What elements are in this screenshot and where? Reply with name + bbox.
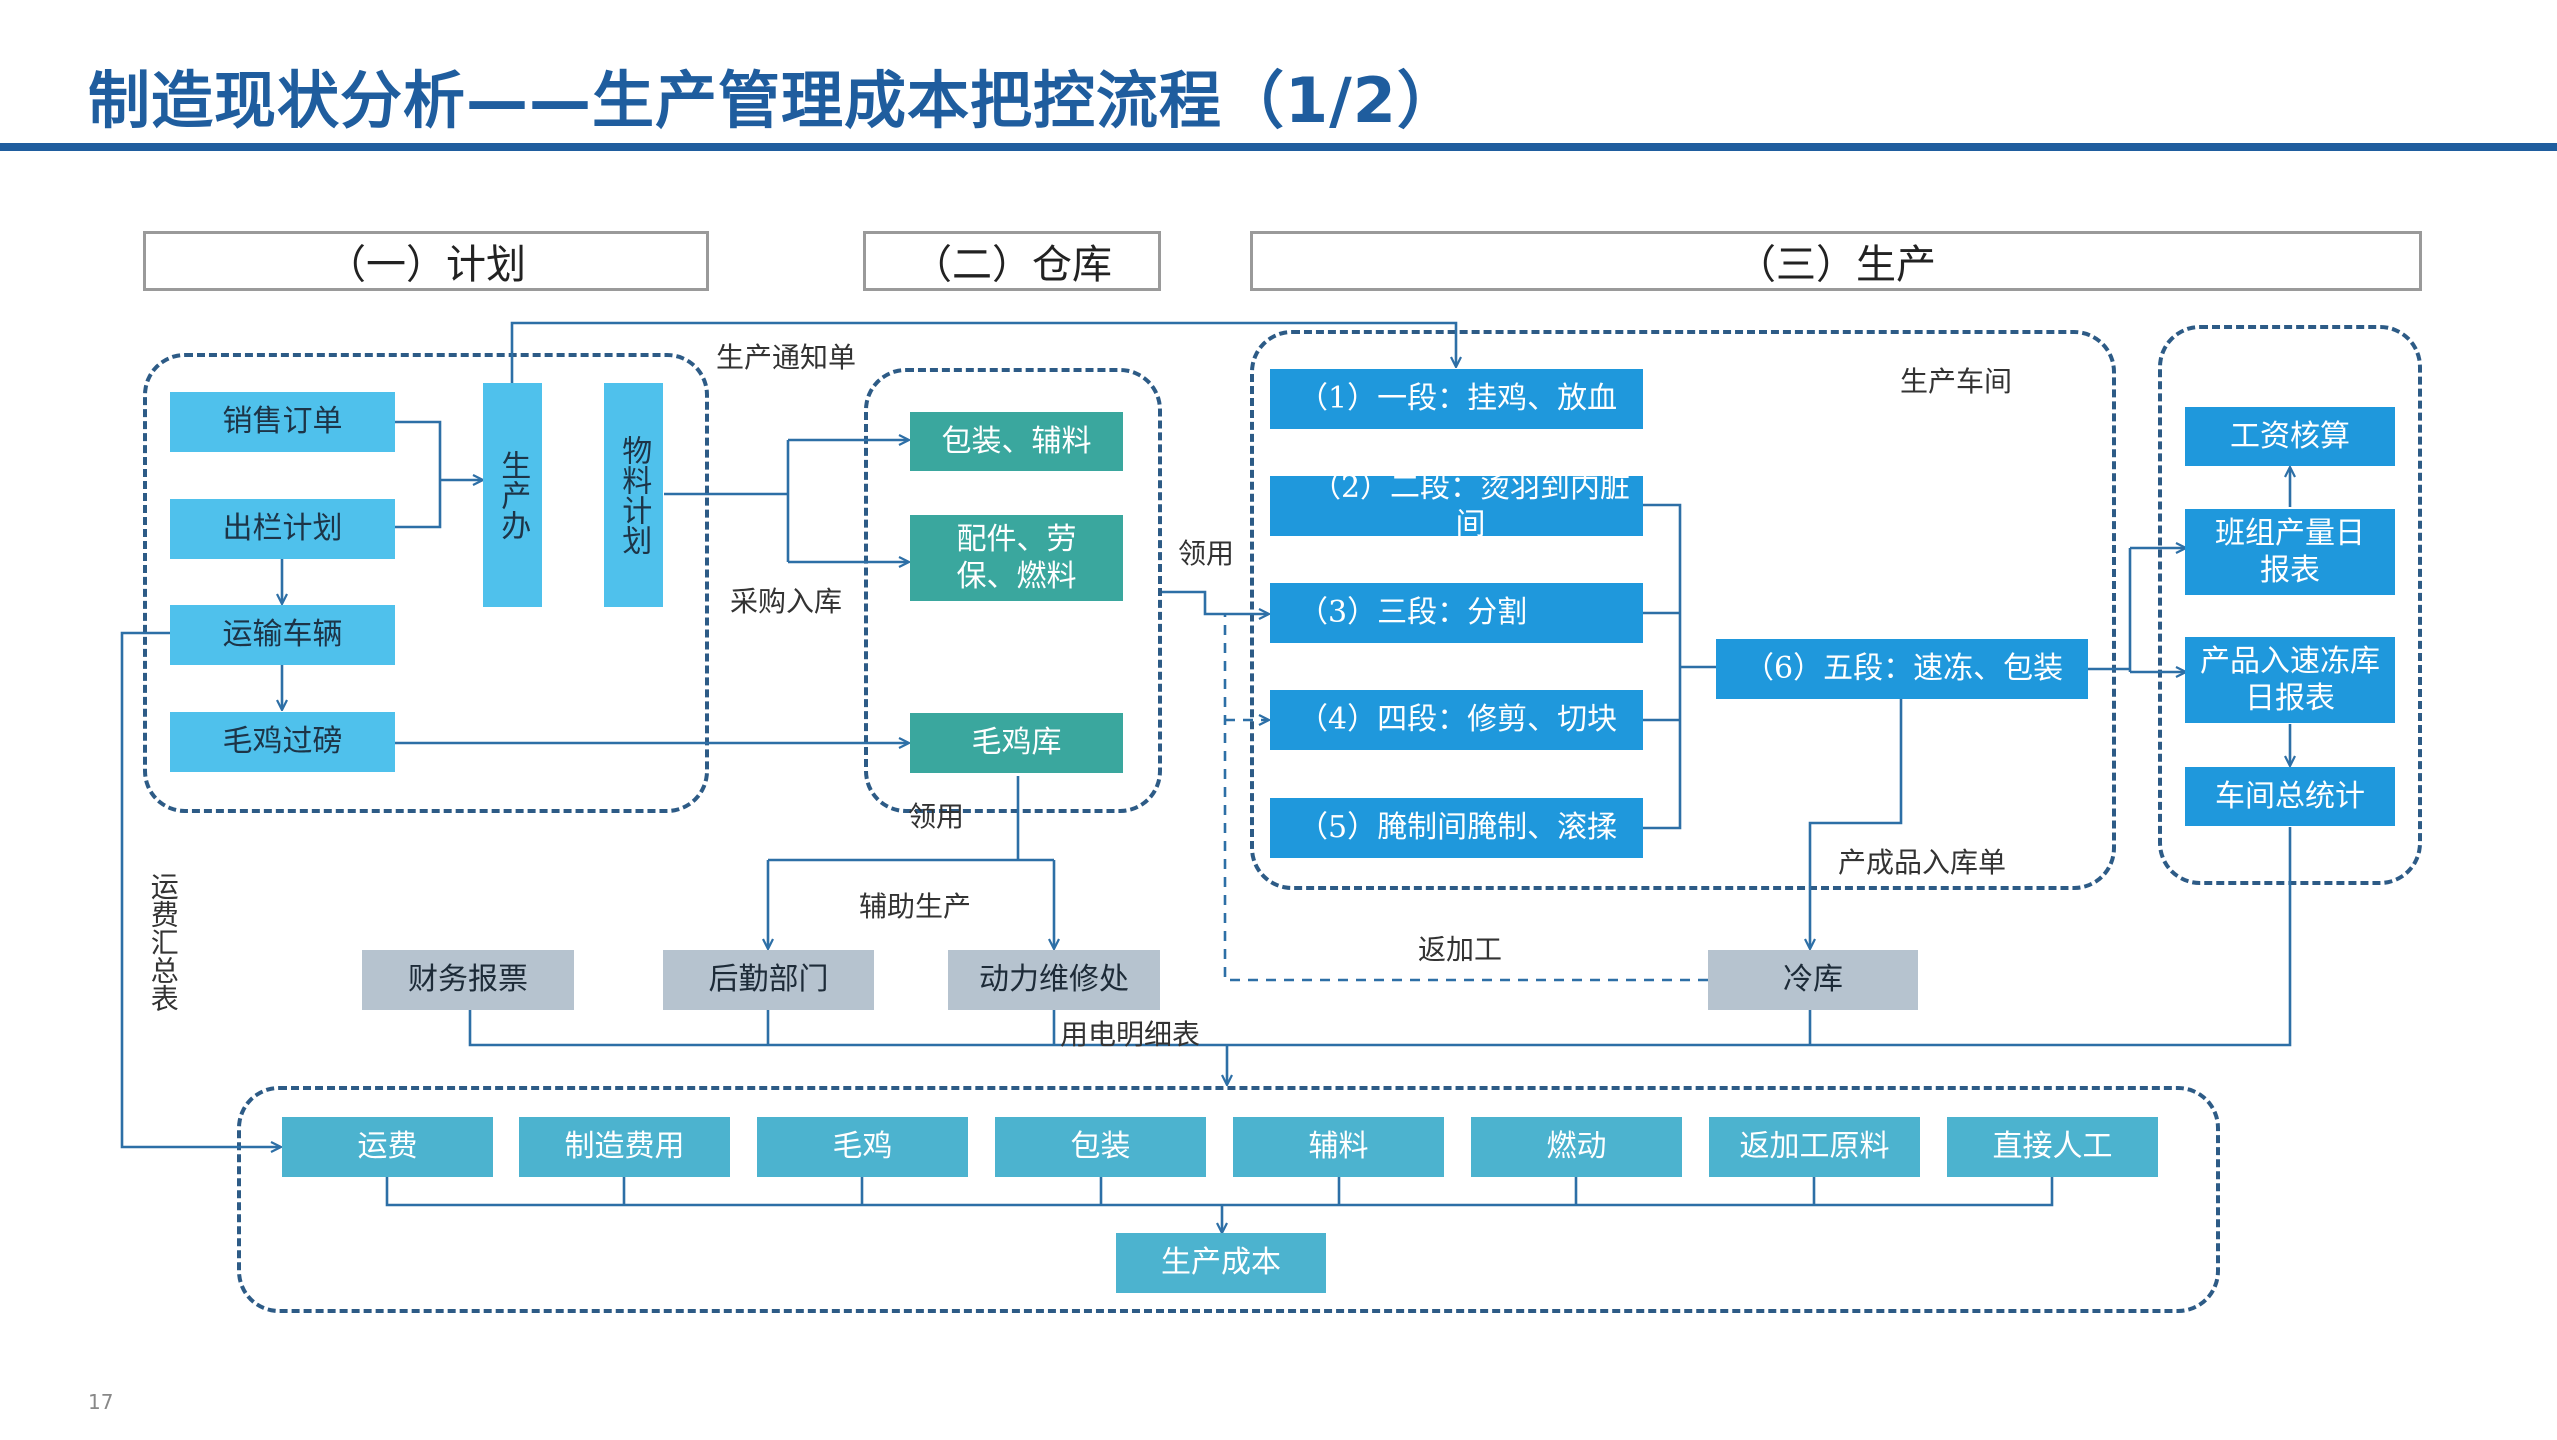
warehouse-group <box>864 368 1162 813</box>
stage-6-box: （6）五段：速冻、包装 <box>1716 639 2088 699</box>
cost-item: 直接人工 <box>1947 1117 2158 1177</box>
purchase-label: 采购入库 <box>730 585 843 618</box>
material-plan-box: 物料计划 <box>604 383 663 607</box>
stage-3-box: （3）三段：分割 <box>1270 583 1643 643</box>
power-maintenance-box: 动力维修处 <box>948 950 1160 1010</box>
section-header-production: （三）生产 <box>1250 231 2422 291</box>
title-underline <box>0 143 2557 151</box>
requisition-label-2: 领用 <box>908 800 965 833</box>
requisition-label: 领用 <box>1178 537 1235 570</box>
workshop-label: 生产车间 <box>1900 365 2013 398</box>
packaging-material-box: 包装、辅料 <box>910 412 1123 471</box>
cost-item: 辅料 <box>1233 1117 1444 1177</box>
cost-item: 制造费用 <box>519 1117 730 1177</box>
transport-vehicle-box: 运输车辆 <box>170 605 395 665</box>
sales-order-box: 销售订单 <box>170 392 395 452</box>
stage-4-box: （4）四段：修剪、切块 <box>1270 690 1643 750</box>
cost-item: 燃动 <box>1471 1117 1682 1177</box>
outgoing-plan-box: 出栏计划 <box>170 499 395 559</box>
freight-summary-label: 运费汇总表 <box>146 872 180 1012</box>
finance-invoice-box: 财务报票 <box>362 950 574 1010</box>
stage-2-box: （2）二段：烫羽到内脏间 <box>1270 470 1643 542</box>
production-office-box: 生产办 <box>483 383 542 607</box>
section-header-plan: （一）计划 <box>143 231 709 291</box>
wage-accounting-box: 工资核算 <box>2185 407 2395 466</box>
stage-1-box: （1）一段：挂鸡、放血 <box>1270 369 1643 429</box>
rework-label: 返加工 <box>1418 933 1503 966</box>
page-title: 制造现状分析——生产管理成本把控流程（1/2） <box>88 64 1460 137</box>
cost-item: 包装 <box>995 1117 1206 1177</box>
cost-item: 返加工原料 <box>1709 1117 1920 1177</box>
freezer-inbound-report-box: 产品入速冻库日报表 <box>2185 637 2395 723</box>
page-number: 17 <box>88 1390 114 1414</box>
workshop-statistics-box: 车间总统计 <box>2185 767 2395 826</box>
plan-group <box>143 353 709 813</box>
notice-label: 生产通知单 <box>716 341 857 374</box>
cost-item: 毛鸡 <box>757 1117 968 1177</box>
team-output-report-box: 班组产量日报表 <box>2185 509 2395 595</box>
workshop-group <box>1250 330 2116 890</box>
chicken-store-box: 毛鸡库 <box>910 713 1123 773</box>
electricity-label: 用电明细表 <box>1060 1018 1201 1051</box>
finished-goods-label: 产成品入库单 <box>1838 846 2007 879</box>
section-header-warehouse: （二）仓库 <box>863 231 1161 291</box>
production-cost-total-box: 生产成本 <box>1116 1233 1326 1293</box>
aux-production-label: 辅助生产 <box>859 890 972 923</box>
cost-item: 运费 <box>282 1117 493 1177</box>
cost-group <box>237 1086 2220 1313</box>
cold-store-box: 冷库 <box>1708 950 1918 1010</box>
stage-5-box: （5）腌制间腌制、滚揉 <box>1270 798 1643 858</box>
logistics-dept-box: 后勤部门 <box>663 950 874 1010</box>
parts-fuel-box: 配件、劳保、燃料 <box>910 515 1123 601</box>
chicken-weighing-box: 毛鸡过磅 <box>170 712 395 772</box>
